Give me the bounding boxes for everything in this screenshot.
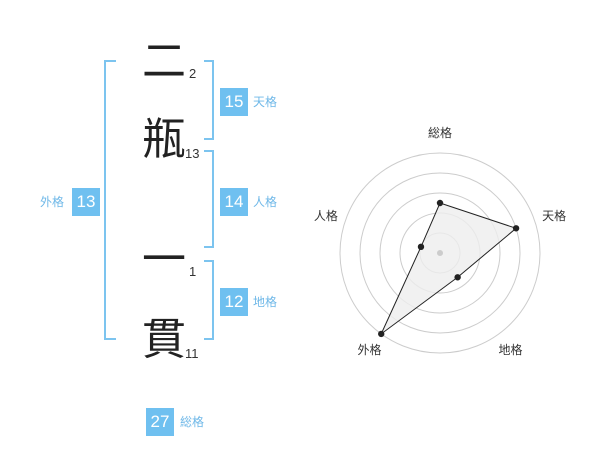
radar-axis-label: 人格: [314, 208, 338, 223]
gaikaku-label: 外格: [40, 195, 65, 209]
stroke-count-4: 11: [185, 346, 199, 361]
radar-grid-ring: [359, 172, 521, 334]
gaikaku-badge: 13: [72, 188, 100, 216]
radar-point: [378, 330, 385, 338]
radar-grid-ring: [339, 152, 541, 354]
name-char-4: 貫: [142, 314, 186, 365]
radar-axis-label: 総格: [428, 125, 452, 140]
radar-point: [512, 225, 520, 232]
soukaku-label: 総格: [180, 415, 205, 429]
radar-axis-label: 外格: [357, 342, 381, 357]
stroke-count-2: 13: [185, 146, 200, 161]
radar-point: [454, 274, 461, 281]
jinkaku-bracket: [204, 150, 214, 248]
soukaku-badge: 27: [146, 408, 174, 436]
radar-axis-label: 天格: [542, 208, 566, 223]
tenkaku-label: 天格: [253, 95, 278, 109]
stroke-count-1: 2: [189, 66, 197, 81]
jinkaku-badge: 14: [220, 188, 248, 216]
radar-center-dot: [437, 250, 443, 256]
radar-series-area: [380, 202, 518, 335]
name-char-2: 瓶: [142, 114, 186, 165]
chikaku-bracket: [204, 260, 214, 340]
radar-grid-ring: [379, 192, 501, 314]
name-char-3: 一: [142, 234, 186, 285]
chikaku-badge: 12: [220, 288, 248, 316]
chikaku-label: 地格: [253, 295, 278, 309]
radar-axis-label: 地格: [499, 342, 523, 357]
gaikaku-bracket: [104, 60, 116, 340]
radar-point: [417, 243, 425, 251]
radar-point: [436, 199, 444, 207]
tenkaku-bracket: [204, 60, 214, 140]
jinkaku-label: 人格: [253, 195, 278, 209]
name-char-1: 二: [142, 36, 186, 87]
tenkaku-badge: 15: [220, 88, 248, 116]
stroke-count-3: 1: [189, 264, 197, 279]
